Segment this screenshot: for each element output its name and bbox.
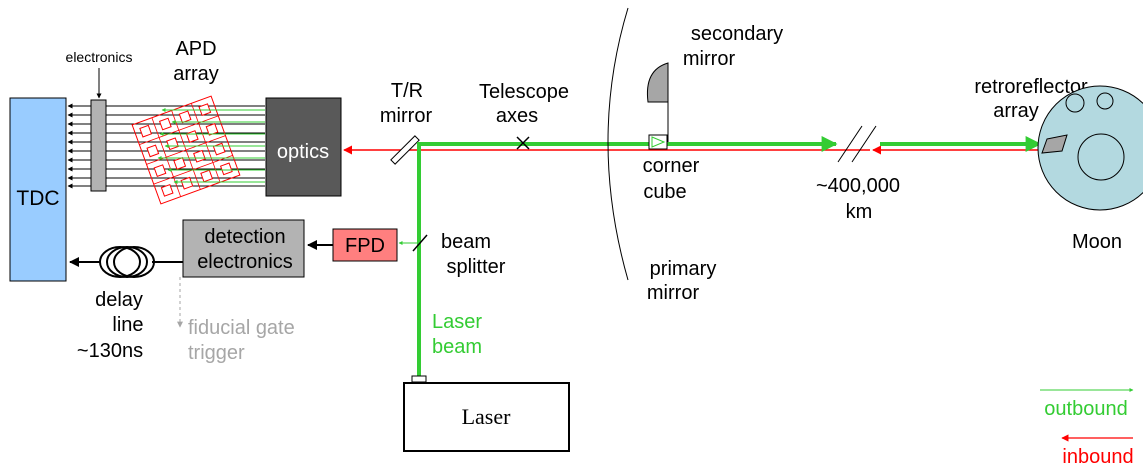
detection-electronics-label-line1: detection bbox=[204, 226, 285, 248]
moon bbox=[1037, 85, 1143, 211]
moon-crater-1 bbox=[1065, 93, 1085, 113]
fpd-label: FPD bbox=[345, 235, 385, 257]
optics-label: optics bbox=[277, 141, 329, 163]
delay-line-label-line1: delay bbox=[95, 289, 143, 311]
retroreflector-array bbox=[1041, 134, 1068, 154]
secondary-mirror-label-line1: secondary bbox=[691, 23, 783, 45]
secondary-mirror-label-line2: mirror bbox=[683, 48, 736, 70]
tr-mirror bbox=[390, 135, 420, 165]
corner-cube-label-line1: corner bbox=[643, 155, 700, 177]
legend-inbound-label: inbound bbox=[1062, 446, 1133, 468]
moon-label: Moon bbox=[1072, 231, 1122, 253]
primary-mirror-label-line2: mirror bbox=[647, 282, 700, 304]
telescope-label-line1: Telescope bbox=[479, 81, 569, 103]
electronics-label: electronics bbox=[66, 49, 133, 65]
distance-label-line2: km bbox=[846, 201, 873, 223]
corner-cube-label-line2: cube bbox=[643, 181, 686, 203]
optics-box bbox=[265, 97, 342, 197]
telescope-axes-mark bbox=[516, 136, 530, 150]
telescope-label-line2: axes bbox=[496, 105, 538, 127]
fiducial-label-line2: trigger bbox=[188, 342, 245, 364]
corner-cube-prism bbox=[651, 136, 666, 148]
delay-line-label-line2: line bbox=[112, 314, 143, 336]
apd-array bbox=[131, 95, 241, 205]
laser-beam-label-line1: Laser bbox=[432, 311, 482, 333]
fiducial-label-line1: fiducial gate bbox=[188, 317, 295, 339]
tdc-label: TDC bbox=[16, 187, 59, 210]
apd-input-arrows bbox=[157, 108, 265, 184]
laser-aperture bbox=[411, 375, 427, 383]
primary-mirror bbox=[607, 7, 629, 281]
apd-label-line1: APD bbox=[175, 38, 216, 60]
detection-electronics-box bbox=[182, 219, 305, 278]
tr-mirror-label-line2: mirror bbox=[380, 105, 433, 127]
primary-mirror-label-line1: primary bbox=[650, 258, 717, 280]
moon-crater-2 bbox=[1096, 92, 1114, 110]
tdc-input-arrows bbox=[67, 103, 91, 189]
delay-line-coil bbox=[99, 246, 155, 278]
apd-label-line2: array bbox=[173, 63, 219, 85]
tr-mirror-label-line1: T/R bbox=[391, 80, 423, 102]
moon-crater-3 bbox=[1077, 133, 1125, 181]
beam-splitter bbox=[412, 234, 428, 252]
beam-splitter-label-line2: splitter bbox=[447, 256, 506, 278]
delay-line-label-line3: ~130ns bbox=[77, 340, 143, 362]
legend-outbound-label: outbound bbox=[1044, 398, 1127, 420]
tdc-box bbox=[9, 97, 67, 282]
beam-splitter-label-line1: beam bbox=[441, 231, 491, 253]
secondary-mirror bbox=[646, 62, 669, 103]
electronics-bar bbox=[90, 99, 107, 192]
laser-box bbox=[403, 382, 570, 452]
detection-electronics-label-line2: electronics bbox=[197, 251, 293, 273]
corner-cube bbox=[648, 134, 668, 150]
distance-label-line1: ~400,000 bbox=[816, 175, 900, 197]
retroreflector-label-line1: retroreflector bbox=[974, 76, 1088, 98]
distance-break-marks bbox=[837, 125, 877, 163]
apd-readout-wires bbox=[106, 105, 265, 187]
retroreflector-label-line2: array bbox=[993, 100, 1039, 122]
laser-label: Laser bbox=[462, 404, 512, 429]
fpd-box bbox=[332, 228, 398, 262]
laser-beam-label-line2: beam bbox=[432, 336, 482, 358]
